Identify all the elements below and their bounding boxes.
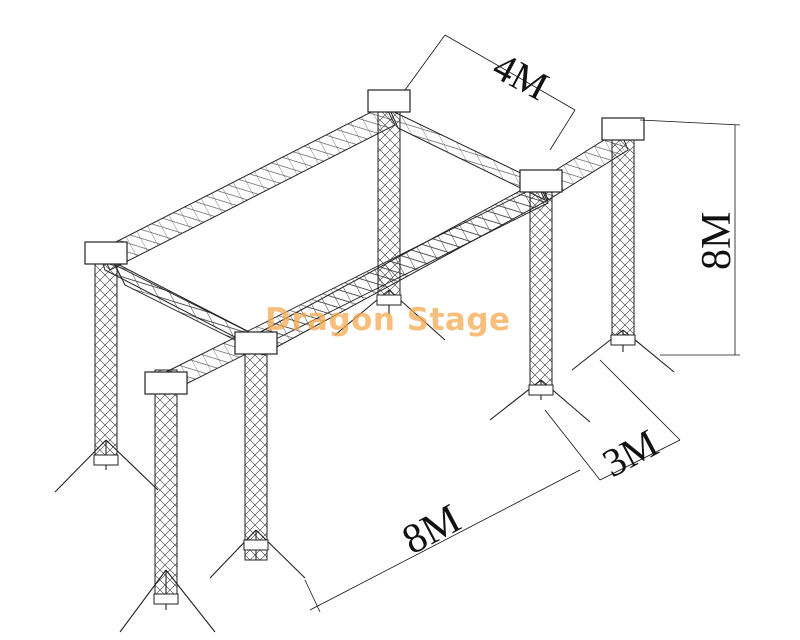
tower-5 — [529, 179, 553, 391]
tower-6 — [611, 124, 635, 341]
tower-1 — [94, 259, 118, 461]
outrigger-legs — [54, 289, 675, 633]
dimension-lines — [304, 34, 741, 613]
dim-base-depth: 3M — [595, 420, 665, 486]
beam-back — [99, 104, 396, 271]
tower-2 — [154, 369, 178, 601]
dim-top-depth: 4M — [486, 43, 556, 109]
dim-height: 8M — [694, 212, 740, 270]
watermark: Dragon Stage — [265, 302, 511, 338]
dim-length: 8M — [395, 496, 468, 564]
tower-4 — [377, 99, 401, 301]
tower-3 — [244, 339, 268, 561]
